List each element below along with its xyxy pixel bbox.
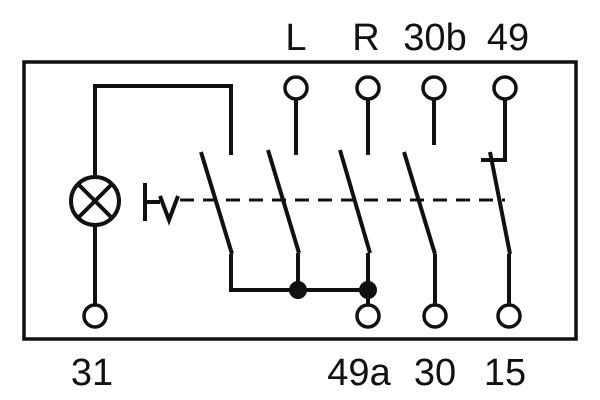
switch-blade-3	[338, 149, 372, 254]
terminal-icon	[355, 75, 381, 101]
terminal-label-31: 31	[71, 352, 113, 394]
terminal-icon	[492, 75, 518, 101]
thermal-actuator-icon	[143, 183, 180, 226]
switch-blade-1	[199, 151, 234, 255]
terminal-icon	[283, 75, 309, 101]
terminal-icon	[496, 303, 522, 329]
switch-blade-2	[266, 149, 301, 254]
terminal-label-49a: 49a	[327, 352, 391, 394]
lead-49	[481, 99, 507, 162]
switch-blade-5	[488, 151, 512, 255]
terminal-label-R: R	[352, 17, 379, 59]
terminal-label-30: 30	[414, 352, 456, 394]
lamp-supply-wire	[93, 84, 233, 177]
common-bus-wire	[229, 254, 368, 292]
terminal-icon	[421, 75, 447, 101]
terminal-label-15: 15	[484, 352, 526, 394]
terminal-label-49: 49	[487, 17, 529, 59]
terminal-icon	[422, 303, 448, 329]
terminal-label-30b: 30b	[403, 17, 466, 59]
terminal-icon	[82, 303, 108, 329]
terminal-label-L: L	[285, 17, 306, 59]
housing-outline	[22, 60, 578, 341]
indicator-lamp-icon	[69, 175, 121, 227]
terminal-icon	[355, 303, 381, 329]
junction-dot-icon	[289, 281, 307, 299]
switch-blade-4	[402, 151, 437, 255]
junction-dot-icon	[359, 281, 377, 299]
